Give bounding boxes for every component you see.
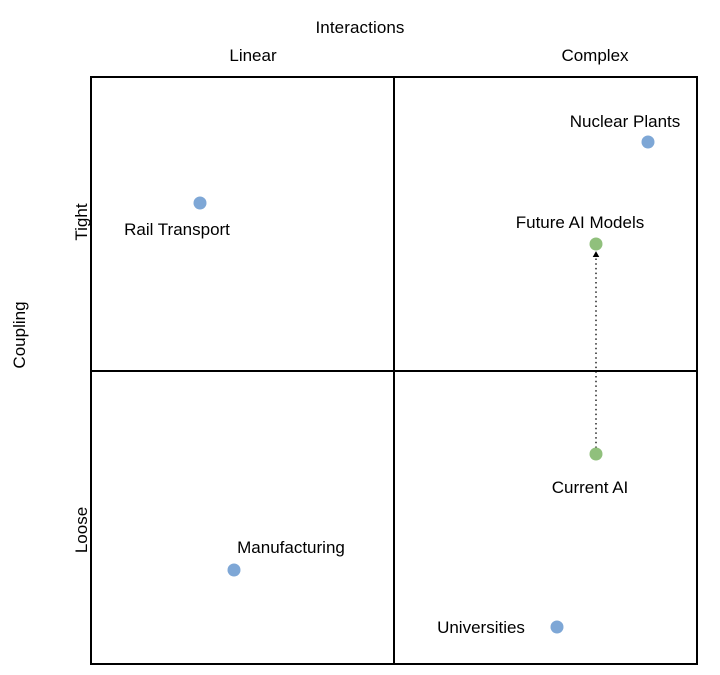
column-header-complex: Complex: [561, 46, 629, 65]
column-header-linear: Linear: [229, 46, 277, 65]
data-point-label: Universities: [437, 618, 525, 637]
data-point[interactable]: [193, 196, 207, 210]
x-axis-title: Interactions: [315, 18, 405, 37]
data-point[interactable]: [641, 135, 655, 149]
data-point-label: Rail Transport: [124, 220, 230, 239]
data-point[interactable]: [550, 620, 564, 634]
data-point-label: Nuclear Plants: [569, 112, 681, 131]
matrix-frame: [90, 76, 698, 665]
horizontal-divider: [92, 369, 696, 372]
data-point[interactable]: [227, 563, 241, 577]
data-point[interactable]: [589, 447, 603, 461]
data-point-label: Future AI Models: [515, 213, 645, 232]
data-point[interactable]: [589, 237, 603, 251]
data-point-label: Manufacturing: [237, 538, 345, 557]
data-point-label: Current AI: [551, 478, 629, 497]
